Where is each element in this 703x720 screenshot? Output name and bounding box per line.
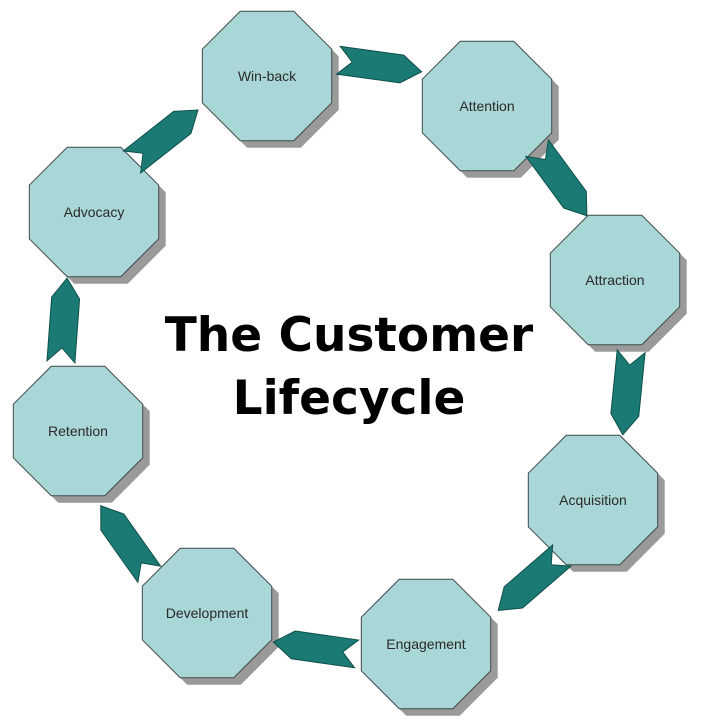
arrow-engagement-to-development [272, 630, 360, 669]
stage-node-development [141, 547, 273, 679]
arrow-acquisition-to-engagement [497, 543, 573, 612]
arrow-retention-to-advocacy [46, 277, 81, 365]
diagram-title: The Customer Lifecycle [165, 308, 534, 426]
arrow-attention-to-attraction [524, 138, 588, 217]
stage-label-retention: Retention [48, 423, 108, 439]
stage-node-attention [421, 40, 553, 172]
stage-nodes [12, 10, 681, 710]
stage-node-win-back [201, 10, 333, 142]
flow-arrows [46, 45, 646, 669]
stage-node-attraction [549, 214, 681, 346]
stage-label-acquisition: Acquisition [559, 492, 627, 508]
arrow-win-back-to-attention [335, 45, 423, 84]
stage-label-advocacy: Advocacy [64, 204, 125, 220]
title-line-1: The Customer [165, 308, 534, 363]
node-shadows [20, 18, 687, 716]
stage-label-engagement: Engagement [386, 636, 466, 652]
stage-node-retention [12, 365, 144, 497]
stage-label-win-back: Win-back [238, 68, 297, 84]
stage-label-development: Development [166, 605, 249, 621]
stage-node-acquisition [527, 434, 659, 566]
stage-node-engagement [360, 578, 492, 710]
stage-label-attention: Attention [459, 98, 514, 114]
stage-node-advocacy [28, 146, 160, 278]
title-line-2: Lifecycle [233, 371, 466, 426]
stage-labels: Win-back Attention Attraction Acquisitio… [48, 68, 645, 652]
arrow-development-to-retention [100, 505, 162, 584]
arrow-advocacy-to-win-back [122, 109, 199, 175]
stage-label-attraction: Attraction [585, 272, 644, 288]
arrow-attraction-to-acquisition [610, 348, 646, 436]
